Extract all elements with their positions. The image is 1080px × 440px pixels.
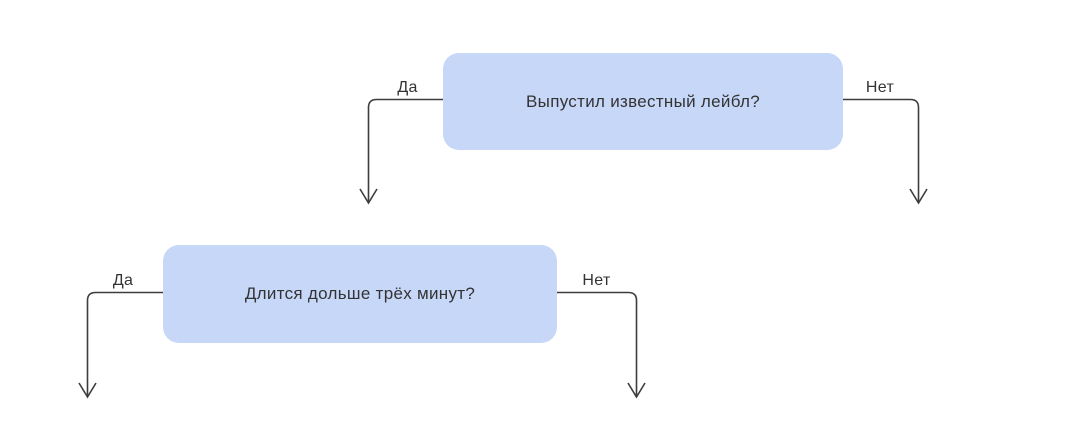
no-branch-label-node-2: Нет <box>582 272 611 289</box>
yes-connector-line-2 <box>86 291 163 397</box>
yes-branch-label-node-1: Да <box>397 79 418 96</box>
decision-node-2-question: Длится дольше трёх минут? <box>244 284 476 303</box>
yes-connector-line-1 <box>367 98 443 203</box>
arrow-down-icon <box>359 188 378 205</box>
decision-node-1-question: Выпустил известный лейбл? <box>526 91 760 111</box>
no-connector-node-1 <box>843 98 928 205</box>
no-connector-line-2 <box>557 291 638 397</box>
no-connector-line-1 <box>843 98 920 203</box>
decision-node-2: Длится дольше трёх минут? <box>163 245 557 343</box>
decision-node-1: Выпустил известный лейбл? <box>443 53 843 150</box>
arrow-down-icon <box>909 188 928 205</box>
no-branch-label-node-1: Нет <box>865 79 895 96</box>
yes-connector-node-1 <box>359 98 443 205</box>
yes-connector-node-2 <box>78 291 163 399</box>
arrow-down-icon <box>627 382 646 399</box>
arrow-down-icon <box>78 382 97 399</box>
no-connector-node-2 <box>557 291 646 399</box>
yes-branch-label-node-2: Да <box>112 272 134 289</box>
